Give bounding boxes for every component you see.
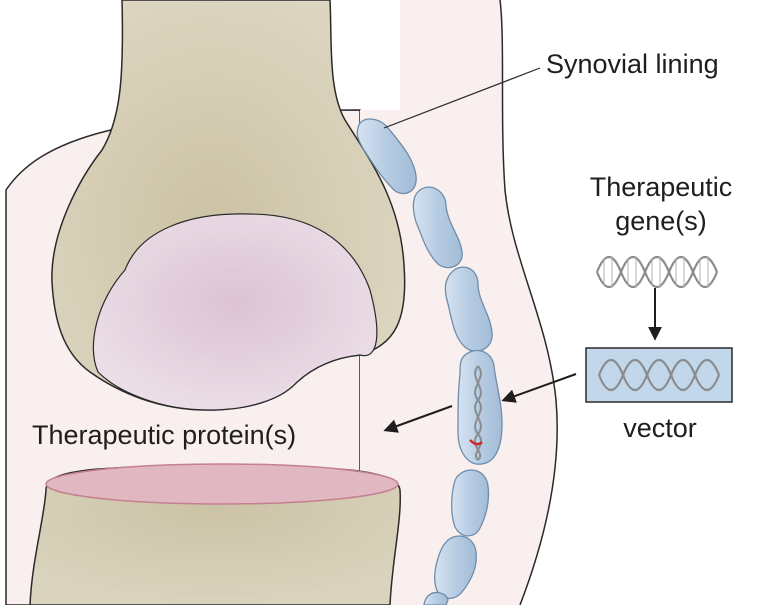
therapeutic-gene-label-line1: Therapeutic [590,172,733,202]
tibial-cartilage [46,464,398,504]
vector-label: vector [623,413,697,443]
vector-box [586,348,732,402]
therapeutic-gene-label-line2: gene(s) [615,206,707,236]
dna-helix-icon [597,256,717,288]
therapeutic-protein-label: Therapeutic protein(s) [32,420,296,450]
synovial-lining-label: Synovial lining [546,49,719,79]
